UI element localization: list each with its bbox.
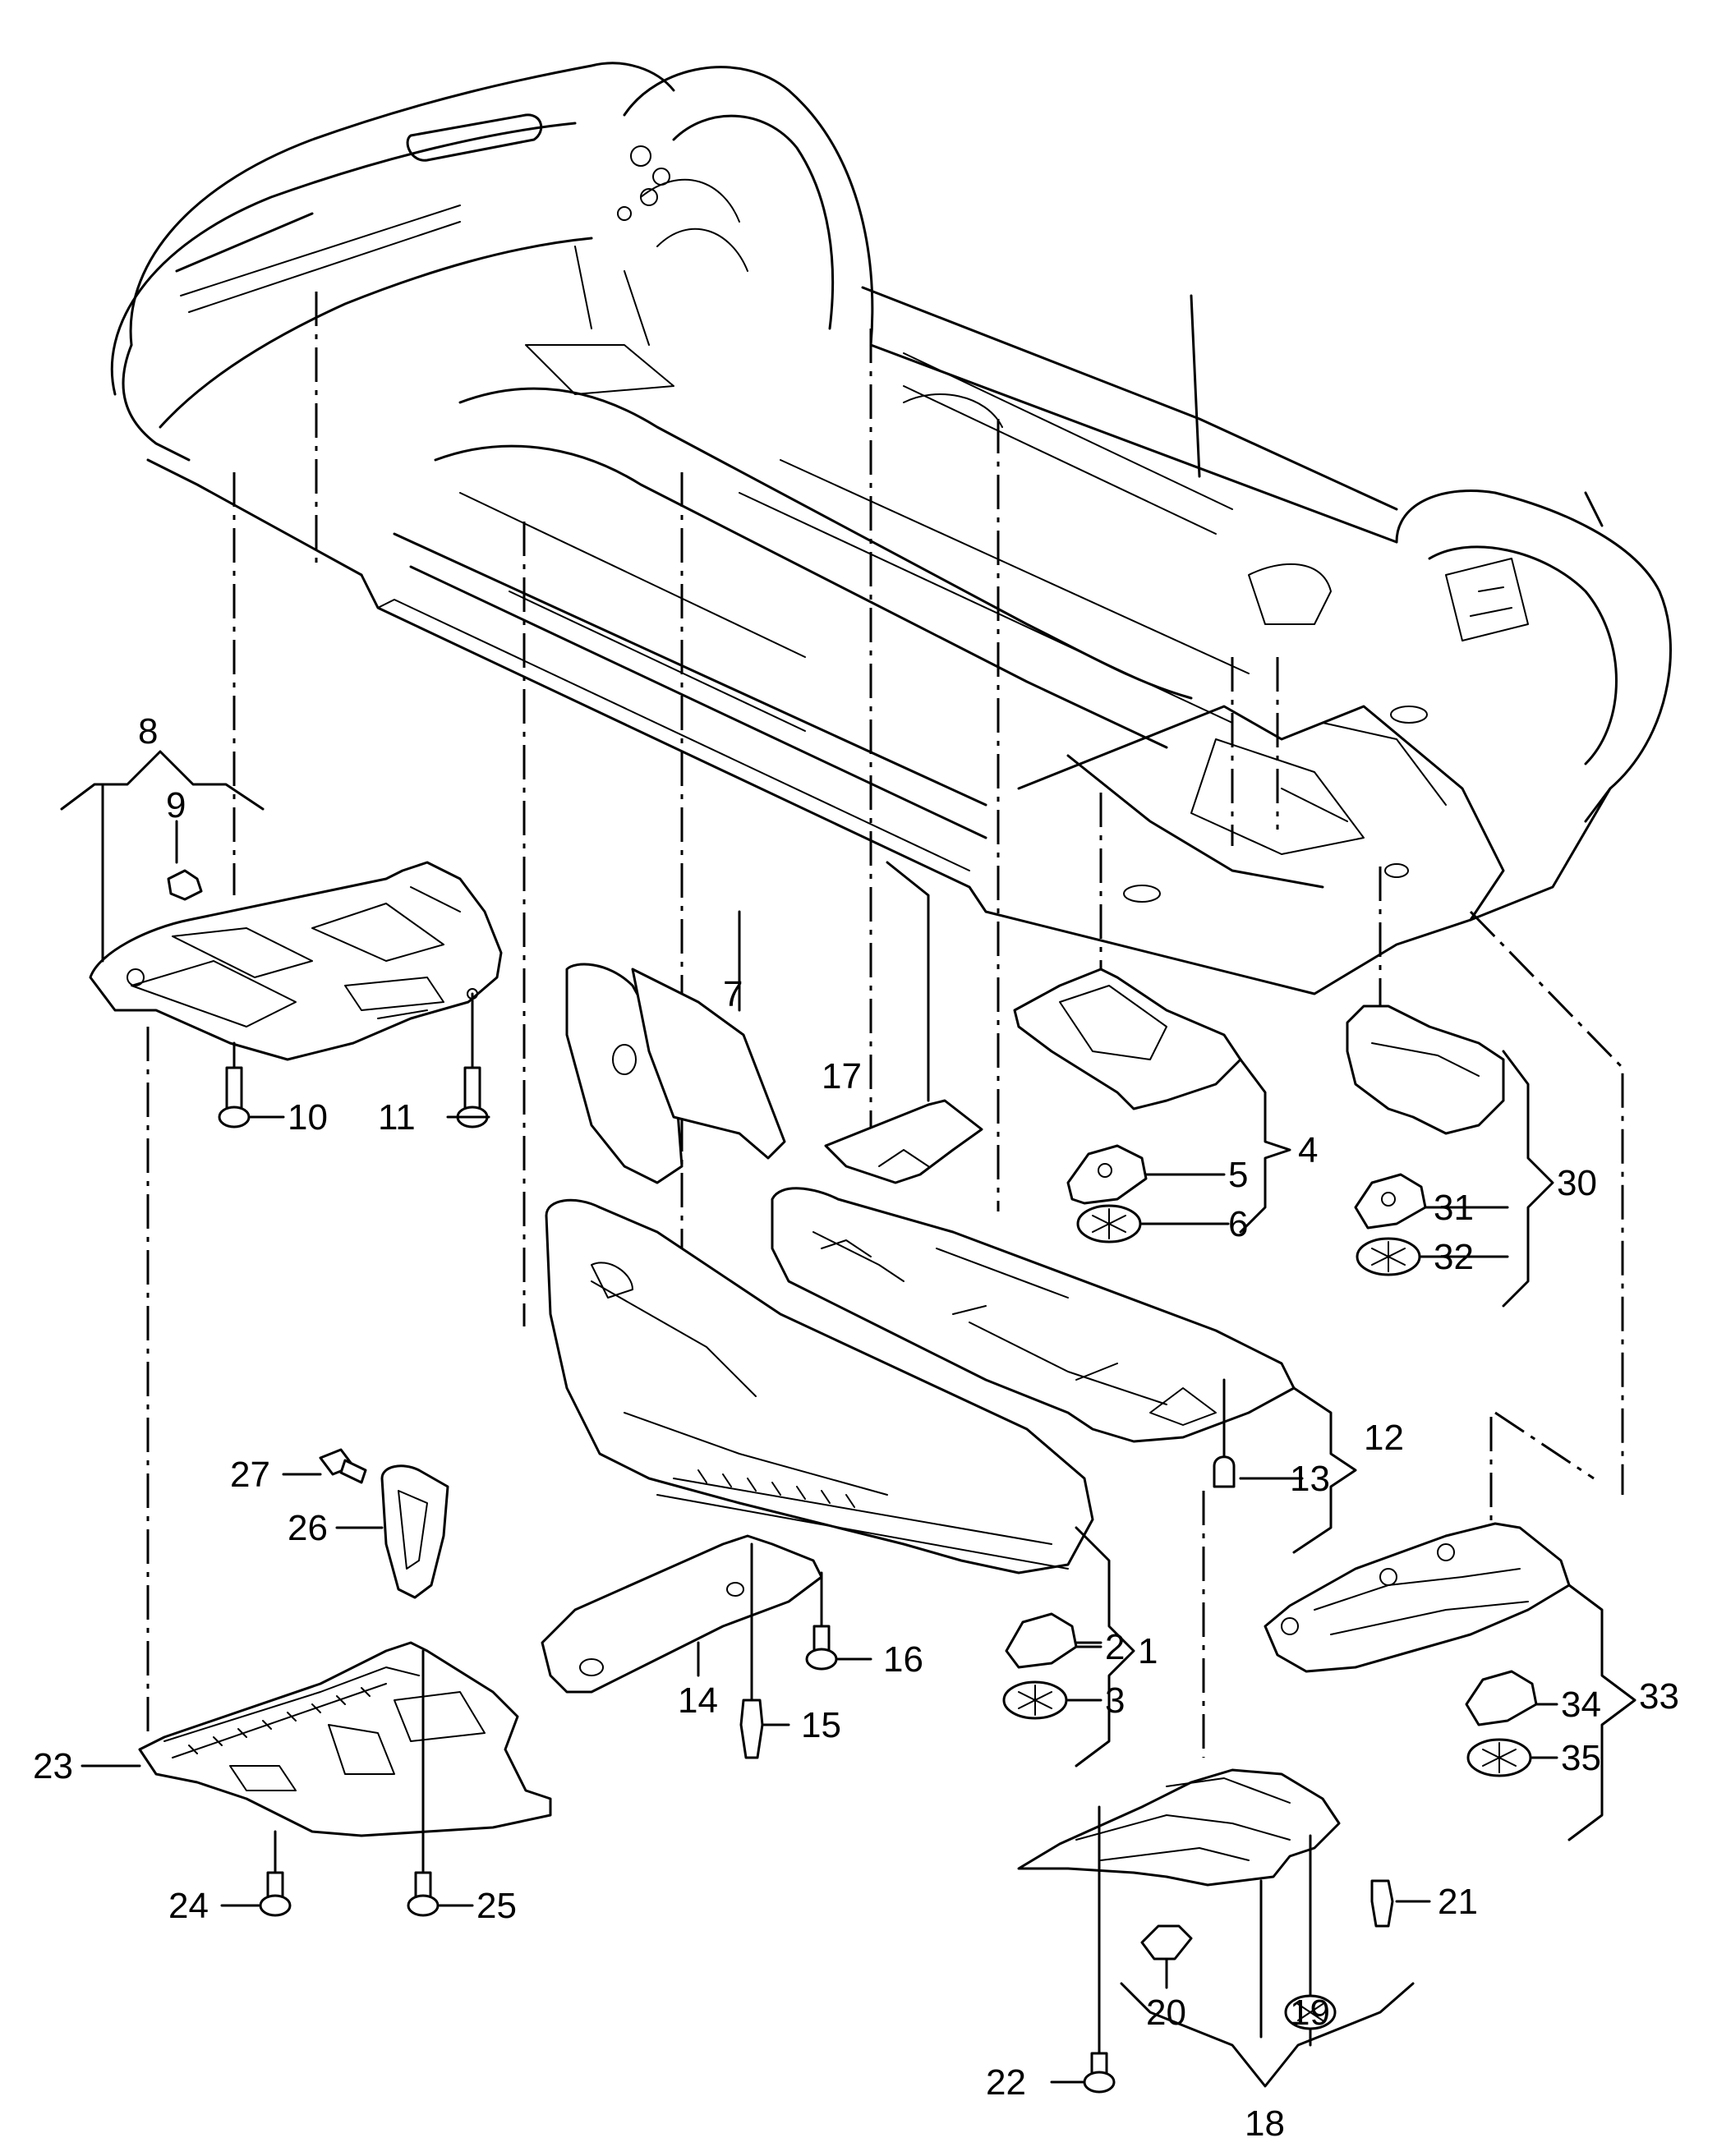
callout-25: 25 [476, 1886, 517, 1926]
callout-16: 16 [883, 1639, 923, 1680]
part-26-bracket [380, 1464, 449, 1599]
part-32-washer [1356, 1237, 1421, 1276]
part-3-washer [1002, 1680, 1068, 1720]
part-34-nut [1465, 1670, 1538, 1726]
part-23-engine-undertray [138, 1641, 552, 1837]
part-6-washer [1076, 1204, 1142, 1243]
callout-22: 22 [986, 2062, 1026, 2103]
part-22-bolt [1083, 1805, 1116, 2094]
part-5-nut [1066, 1144, 1148, 1205]
callout-35: 35 [1561, 1738, 1601, 1778]
callout-4: 4 [1298, 1130, 1318, 1170]
part-9-clip [167, 869, 203, 901]
callout-brackets [60, 750, 1636, 2088]
part-2-nut [1005, 1612, 1078, 1669]
callout-18: 18 [1245, 2103, 1285, 2144]
callout-31: 31 [1434, 1188, 1474, 1228]
callout-33: 33 [1639, 1676, 1679, 1717]
part-11-bolt [456, 992, 489, 1129]
callout-15: 15 [801, 1705, 841, 1745]
part-4-cover [1013, 968, 1242, 1110]
callout-23: 23 [33, 1746, 73, 1786]
callout-9: 9 [166, 785, 186, 825]
part-12-side-underbody-panel [771, 1187, 1296, 1443]
part-10-bolt [218, 1041, 251, 1129]
callout-13: 13 [1290, 1459, 1330, 1499]
callout-12: 12 [1364, 1418, 1404, 1458]
callout-27: 27 [230, 1455, 270, 1495]
part-33-front-cover [1264, 1522, 1571, 1673]
callout-7: 7 [723, 974, 743, 1014]
callout-8: 8 [138, 711, 158, 752]
callout-labels: 8 9 10 11 7 17 5 6 4 31 32 30 13 12 27 2… [33, 711, 1679, 2144]
vehicle-underbody [110, 62, 1672, 995]
callout-19: 19 [1290, 1993, 1330, 2033]
callout-24: 24 [168, 1886, 209, 1926]
part-14-cover [541, 1534, 823, 1694]
part-8-rear-underbody-panel [89, 861, 503, 1061]
part-18-front-undertray [1017, 1768, 1341, 1887]
callout-11: 11 [378, 1097, 416, 1138]
part-24-bolt [259, 1830, 292, 1917]
callout-26: 26 [288, 1508, 328, 1548]
callout-6: 6 [1228, 1204, 1248, 1244]
part-21-push-pin [1370, 1879, 1394, 1928]
assembly-leader-lines [146, 292, 1624, 1758]
part-15-push-pin [739, 1542, 764, 1759]
callout-14: 14 [678, 1680, 718, 1721]
callout-2: 2 [1105, 1627, 1125, 1667]
callout-32: 32 [1434, 1237, 1474, 1277]
callout-20: 20 [1146, 1993, 1186, 2033]
callout-21: 21 [1438, 1882, 1478, 1922]
callout-3: 3 [1105, 1680, 1125, 1721]
part-20-clip [1140, 1924, 1193, 1961]
callout-10: 10 [288, 1097, 328, 1138]
part-35-washer [1466, 1738, 1532, 1777]
part-7-heat-shield [565, 963, 786, 1184]
callout-5: 5 [1228, 1155, 1248, 1195]
callout-1: 1 [1138, 1631, 1158, 1671]
part-1-centre-underbody-panel [545, 1198, 1094, 1574]
callout-17: 17 [822, 1056, 862, 1096]
part-17-cover [824, 1099, 983, 1184]
part-13-push-clip [1213, 1378, 1236, 1488]
callout-30: 30 [1557, 1163, 1597, 1203]
part-27-bolt [319, 1448, 367, 1484]
callout-34: 34 [1561, 1685, 1601, 1725]
part-25-bolt [407, 1649, 440, 1917]
part-31-nut [1354, 1173, 1427, 1230]
part-30-cover [1346, 1004, 1505, 1135]
part-16-bolt [805, 1571, 838, 1671]
